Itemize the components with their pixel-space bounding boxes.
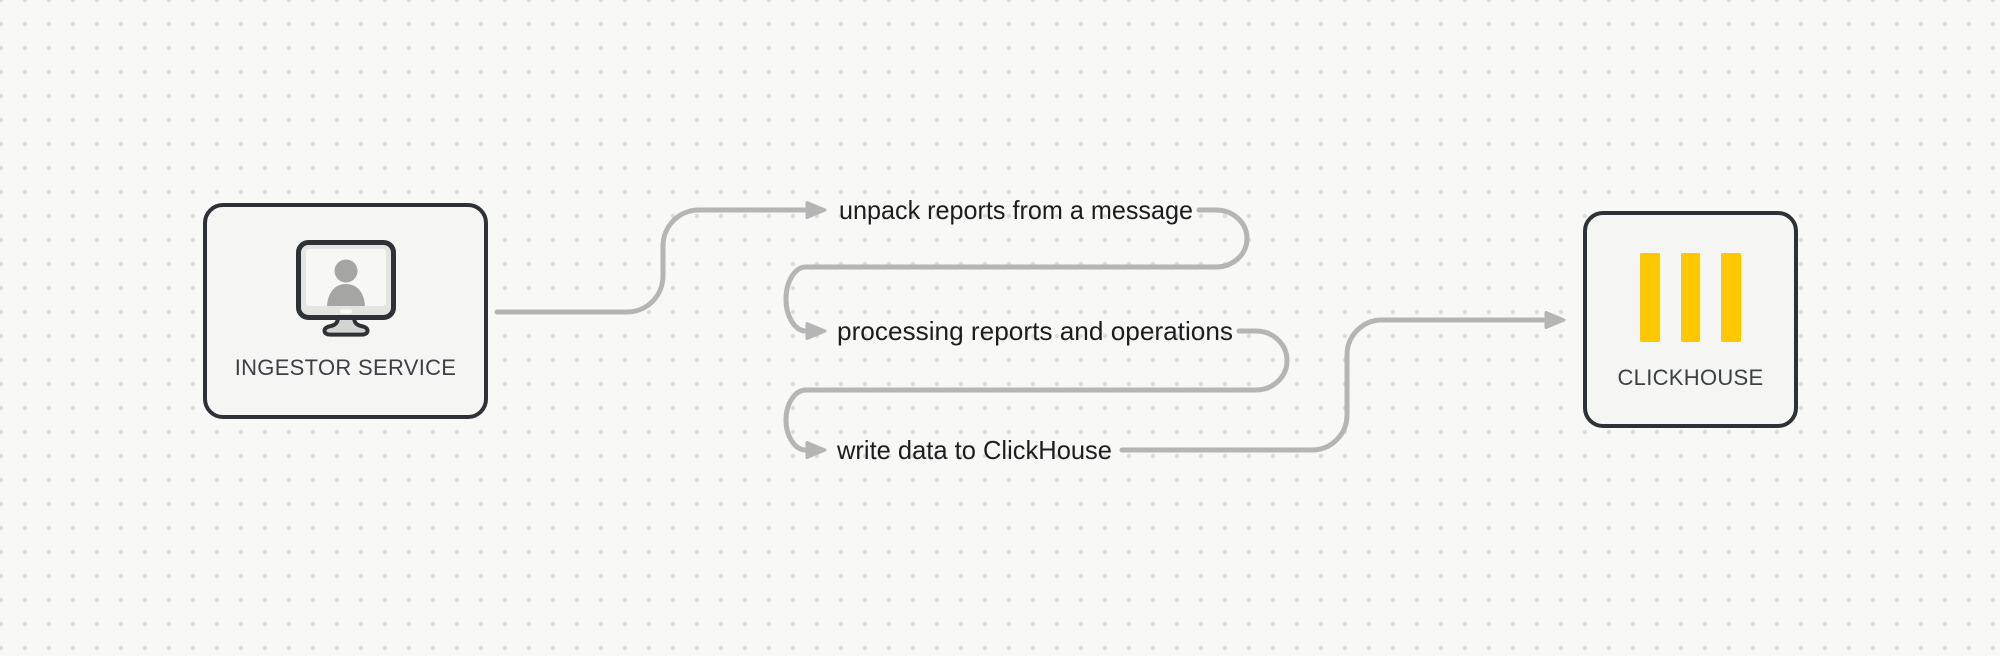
clickhouse-logo-bar — [1680, 253, 1701, 342]
clickhouse-logo-icon — [1640, 253, 1741, 342]
connector-step1-to-step2 — [783, 207, 1250, 334]
arrowhead-icon — [805, 441, 827, 459]
step3-label[interactable]: write data to ClickHouse — [836, 435, 1112, 465]
clickhouse-logo-bar — [1640, 253, 1660, 342]
node-ingestor-service[interactable]: INGESTOR SERVICE — [203, 203, 488, 419]
ingestor-service-label: INGESTOR SERVICE — [234, 355, 457, 380]
step1-label[interactable]: unpack reports from a message — [839, 195, 1193, 225]
monitor-user-icon — [295, 240, 396, 337]
clickhouse-logo-bar — [1721, 253, 1741, 342]
arrowhead-icon — [1544, 311, 1566, 329]
connector-step3-to-clickhouse — [1119, 317, 1548, 453]
step2-label[interactable]: processing reports and operations — [837, 316, 1233, 346]
arrowhead-icon — [805, 201, 827, 219]
connector-ingestor-to-step1 — [494, 207, 809, 315]
clickhouse-label: CLICKHOUSE — [1617, 365, 1764, 390]
arrowhead-icon — [805, 322, 827, 340]
node-clickhouse[interactable]: CLICKHOUSE — [1583, 211, 1798, 428]
connector-step2-to-step3 — [783, 328, 1290, 453]
